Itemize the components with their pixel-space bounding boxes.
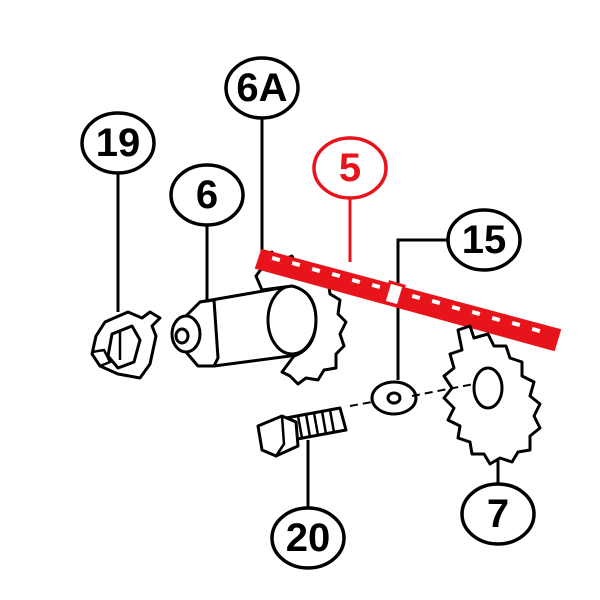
callout-label-20: 20 bbox=[286, 516, 331, 560]
tensioner-body-part-6 bbox=[170, 284, 318, 368]
assembly-axis-line-left bbox=[349, 401, 373, 407]
callout-label-5: 5 bbox=[339, 146, 361, 190]
callout-19: 19 bbox=[80, 111, 156, 175]
washer-part-15 bbox=[370, 380, 418, 416]
lock-washer-part-19 bbox=[90, 310, 162, 380]
bolt-part-20 bbox=[256, 406, 348, 458]
callout-20: 20 bbox=[270, 506, 346, 570]
callout-6: 6 bbox=[169, 163, 245, 227]
callout-15: 15 bbox=[446, 208, 522, 272]
chain-part-5 bbox=[254, 248, 562, 352]
callout-5: 5 bbox=[312, 136, 388, 200]
callout-label-7: 7 bbox=[487, 492, 509, 536]
callout-7: 7 bbox=[460, 482, 536, 546]
callout-label-6a: 6A bbox=[236, 66, 287, 110]
callout-label-6: 6 bbox=[196, 173, 218, 217]
leader-15 bbox=[396, 238, 448, 380]
assembly-axis-line bbox=[411, 383, 475, 397]
leader-lines bbox=[116, 118, 500, 510]
callout-label-15: 15 bbox=[462, 218, 507, 262]
callout-6a: 6A bbox=[224, 56, 300, 120]
callout-label-19: 19 bbox=[96, 121, 141, 165]
sprocket-part-7 bbox=[442, 324, 542, 466]
